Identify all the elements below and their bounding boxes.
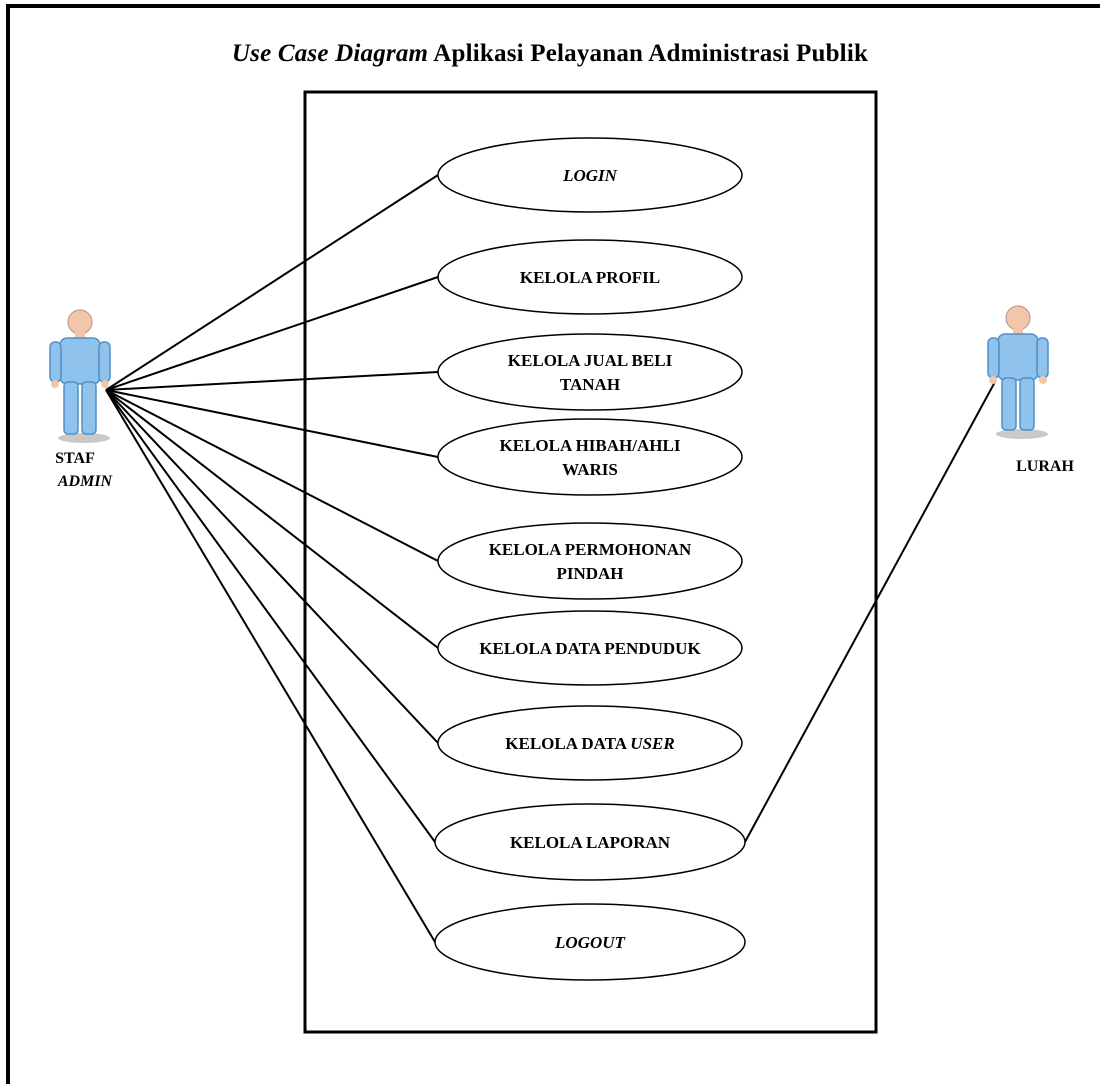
system-boundary	[303, 90, 878, 1034]
actor-lurah: LURAH	[987, 305, 1074, 475]
actor-staf-admin-icon	[49, 309, 111, 443]
actor-arm-right	[98, 341, 111, 383]
use-case-8[interactable]: KELOLA LAPORAN	[434, 803, 746, 881]
use-case-9[interactable]: LOGOUT	[434, 903, 746, 981]
use-case-label: KELOLA HIBAH/AHLI	[500, 436, 681, 455]
diagram-title-italic: Use Case Diagram	[231, 40, 429, 67]
use-case-label: KELOLA JUAL BELI	[508, 351, 673, 370]
use-case-7[interactable]: KELOLA DATA USER	[437, 705, 743, 781]
use-case-5[interactable]: KELOLA PERMOHONAN PINDAH	[437, 522, 743, 600]
use-case-label: KELOLA DATA USER	[505, 734, 674, 753]
actor-hand-left	[989, 376, 997, 384]
actor-lurah-label: LURAH	[1016, 458, 1074, 475]
actor-shadow	[996, 429, 1048, 439]
association-staf-admin-8	[105, 389, 436, 943]
actor-hand-left	[51, 380, 59, 388]
actor-leg-left	[63, 381, 79, 435]
use-case-ellipse[interactable]	[437, 705, 743, 781]
actor-neck	[75, 332, 85, 339]
actor-leg-left	[1001, 377, 1017, 431]
use-case-ellipse[interactable]	[434, 903, 746, 981]
use-case-ellipse[interactable]	[437, 418, 743, 496]
use-case-3[interactable]: KELOLA JUAL BELI TANAH	[437, 333, 743, 411]
actor-arm-left	[987, 337, 1000, 379]
association-staf-admin-3	[105, 389, 439, 458]
use-case-2[interactable]: KELOLA PROFIL	[437, 239, 743, 315]
association-staf-admin-2	[105, 371, 439, 391]
use-case-1[interactable]: LOGIN	[437, 137, 743, 213]
use-case-label: TANAH	[560, 375, 620, 394]
use-case-ellipse[interactable]	[437, 333, 743, 411]
association-lurah-7	[744, 379, 997, 843]
actor-shadow	[58, 433, 110, 443]
use-case-ellipse[interactable]	[437, 239, 743, 315]
actor-arm-right	[1036, 337, 1049, 379]
association-staf-admin-4	[105, 389, 439, 562]
diagram-title-rest: Aplikasi Pelayanan Administrasi Publik	[433, 40, 869, 67]
association-staf-admin-7	[105, 389, 436, 843]
use-case-ellipse[interactable]	[434, 803, 746, 881]
actor-staf-admin-label-1: STAF	[55, 450, 95, 467]
actor-hand-right	[101, 380, 109, 388]
use-case-label: LOGIN	[562, 166, 618, 185]
association-staf-admin-5	[105, 389, 439, 649]
actor-arm-left	[49, 341, 62, 383]
diagram-title: Use Case Diagram Aplikasi Pelayanan Admi…	[0, 40, 1100, 68]
association-staf-admin-0	[105, 174, 439, 391]
association-staf-admin-1	[105, 276, 439, 391]
use-case-label: WARIS	[562, 460, 618, 479]
use-case-label: LOGOUT	[554, 933, 625, 952]
association-lines	[105, 174, 997, 943]
use-case-label: KELOLA DATA PENDUDUK	[479, 639, 701, 658]
use-case-ellipse[interactable]	[437, 522, 743, 600]
use-case-ellipse[interactable]	[437, 610, 743, 686]
actor-torso	[997, 333, 1039, 381]
use-case-6[interactable]: KELOLA DATA PENDUDUK	[437, 610, 743, 686]
actor-staf-admin: STAF ADMIN	[49, 309, 114, 490]
actor-neck	[1013, 328, 1023, 335]
actor-leg-right	[81, 381, 97, 435]
use-case-label: PINDAH	[556, 564, 623, 583]
use-case-label: KELOLA LAPORAN	[510, 833, 671, 852]
actor-leg-right	[1019, 377, 1035, 431]
actors: STAF ADMIN LURAH	[49, 305, 1074, 490]
use-case-ellipse[interactable]	[437, 137, 743, 213]
use-case-label: KELOLA PERMOHONAN	[489, 540, 692, 559]
use-case-4[interactable]: KELOLA HIBAH/AHLI WARIS	[437, 418, 743, 496]
actor-torso	[59, 337, 101, 385]
use-case-label: KELOLA PROFIL	[520, 268, 660, 287]
actor-head	[67, 309, 93, 335]
actor-head	[1005, 305, 1031, 331]
association-staf-admin-6	[105, 389, 439, 744]
actor-staf-admin-label-2: ADMIN	[57, 473, 114, 490]
outer-frame	[6, 4, 1100, 1084]
actor-hand-right	[1039, 376, 1047, 384]
actor-lurah-icon	[987, 305, 1049, 439]
